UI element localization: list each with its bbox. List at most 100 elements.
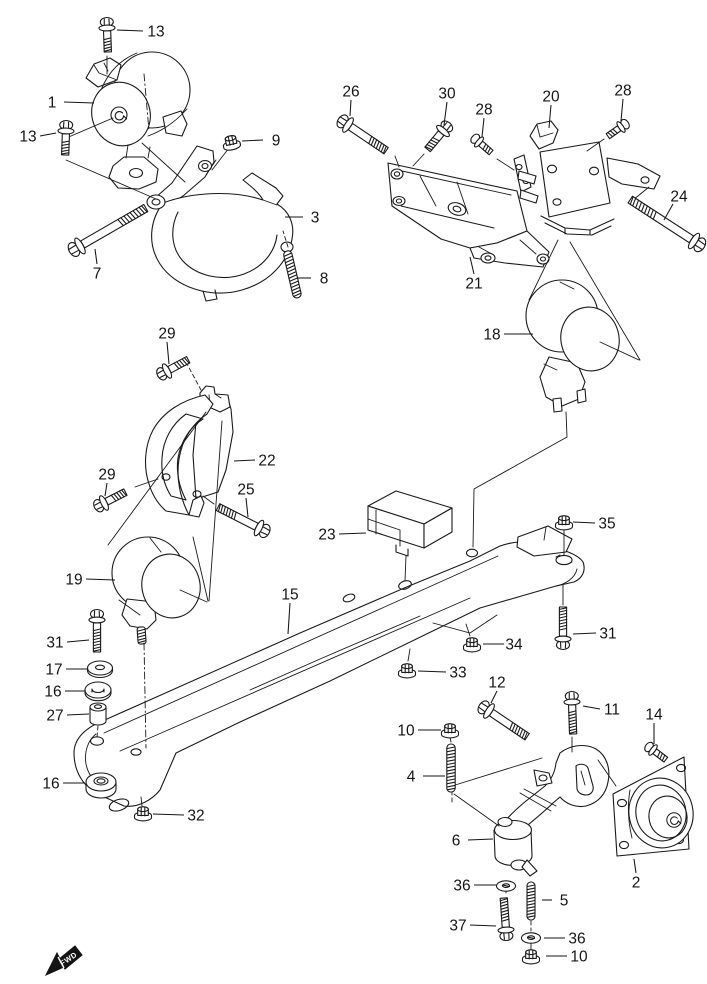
callout-label-15: 15 — [281, 586, 298, 603]
callout-leader-13 — [116, 29, 144, 32]
callout-leader-32 — [152, 813, 185, 816]
part-damper-23 — [367, 490, 453, 557]
callout-label-27: 27 — [46, 707, 63, 724]
part-bracket-6 — [493, 744, 610, 877]
bolt-26 — [333, 111, 392, 159]
bushing-16-lower — [85, 772, 117, 799]
callout-label-29: 29 — [158, 325, 175, 342]
callout-label-26: 26 — [342, 83, 359, 100]
stud-4 — [446, 743, 456, 793]
bolt-29-upper — [153, 352, 193, 384]
callout-label-11: 11 — [604, 701, 620, 718]
callout-leader-13 — [39, 132, 57, 137]
callout-leader-6 — [467, 838, 494, 841]
callout-label-10: 10 — [570, 948, 588, 965]
bolt-31-left — [88, 608, 106, 653]
callout-leader-29 — [166, 341, 170, 365]
callout-label-16: 16 — [44, 683, 61, 700]
part-crossmember-15 — [73, 525, 585, 812]
part-engine-mounting-2 — [612, 756, 694, 857]
callout-leader-7 — [94, 248, 98, 265]
callout-leader-29 — [104, 482, 108, 497]
callout-label-4: 4 — [407, 768, 416, 785]
callout-label-36: 36 — [453, 877, 470, 894]
callout-label-9: 9 — [272, 132, 281, 149]
bolt-11 — [563, 690, 582, 735]
bolt-31-right — [554, 606, 572, 651]
callout-label-14: 14 — [645, 706, 663, 723]
nut-35 — [554, 515, 574, 531]
part-bracket-22 — [144, 385, 234, 518]
bolt-25 — [213, 498, 274, 542]
callout-label-19: 19 — [65, 571, 82, 588]
callout-leader-22 — [233, 459, 256, 462]
callout-label-12: 12 — [488, 674, 505, 691]
callout-label-7: 7 — [93, 265, 102, 282]
callout-label-17: 17 — [45, 661, 62, 678]
callout-leader-21 — [469, 256, 475, 275]
callout-leader-11 — [582, 705, 601, 710]
nut-9 — [221, 133, 242, 153]
washer-36-upper — [495, 880, 517, 892]
callout-leader-33 — [417, 670, 447, 673]
bolt-13-left — [56, 119, 75, 156]
callout-label-28: 28 — [614, 82, 631, 99]
nut-32 — [133, 806, 153, 822]
callout-leader-28 — [481, 117, 485, 138]
callout-label-30: 30 — [438, 85, 456, 102]
callout-label-8: 8 — [320, 270, 329, 287]
callout-label-1: 1 — [48, 94, 57, 111]
bolt-13-upper — [98, 16, 117, 53]
bolt-29-left — [90, 484, 130, 516]
projection-lines — [63, 55, 650, 951]
part-engine-mounting-1 — [85, 51, 191, 190]
part-engine-mounting-18 — [525, 279, 620, 413]
nut-34 — [462, 637, 482, 653]
stud-8 — [282, 249, 303, 300]
callout-leader-23 — [338, 532, 367, 535]
callout-label-6: 6 — [452, 832, 461, 849]
callout-leader-26 — [349, 99, 352, 117]
callout-label-25: 25 — [237, 481, 254, 498]
callout-leader-12 — [490, 690, 498, 704]
callout-label-20: 20 — [542, 88, 560, 105]
callout-leader-15 — [287, 602, 291, 635]
callout-label-31: 31 — [599, 625, 616, 642]
bolt-12 — [474, 697, 533, 745]
bolt-30 — [420, 117, 457, 156]
bolt-14 — [641, 739, 671, 766]
mount-18-hub — [584, 331, 600, 347]
nut-10-left — [440, 723, 460, 739]
callout-leader-28 — [620, 98, 624, 122]
callout-leader-27 — [66, 713, 90, 716]
callout-leader-35 — [572, 521, 596, 524]
callout-leader-37 — [469, 924, 497, 927]
bolt-28-right — [603, 116, 633, 142]
callout-label-37: 37 — [449, 917, 466, 934]
washer-36-lower — [520, 932, 542, 944]
mount-1-hub — [110, 106, 128, 124]
part-bracket-20 — [513, 120, 661, 236]
callout-label-22: 22 — [258, 452, 275, 469]
mount-2-hub — [666, 812, 682, 828]
callout-label-23: 23 — [318, 526, 335, 543]
callout-label-33: 33 — [449, 664, 466, 681]
callout-label-16: 16 — [42, 775, 59, 792]
mount-19-stud — [136, 626, 147, 645]
callout-label-29: 29 — [98, 466, 115, 483]
callout-leader-31 — [66, 639, 90, 643]
callout-leader-1 — [63, 101, 95, 104]
bolt-7 — [64, 199, 151, 261]
callout-leader-25 — [245, 497, 249, 518]
callout-label-34: 34 — [505, 636, 523, 653]
callout-leader-19 — [85, 578, 116, 581]
callout-label-10: 10 — [397, 722, 415, 739]
callout-label-31: 31 — [46, 634, 63, 651]
fwd-arrow: FWD — [44, 945, 83, 977]
callout-label-13: 13 — [147, 23, 164, 40]
mount-19-hub — [165, 579, 181, 595]
stud-5 — [526, 881, 536, 921]
